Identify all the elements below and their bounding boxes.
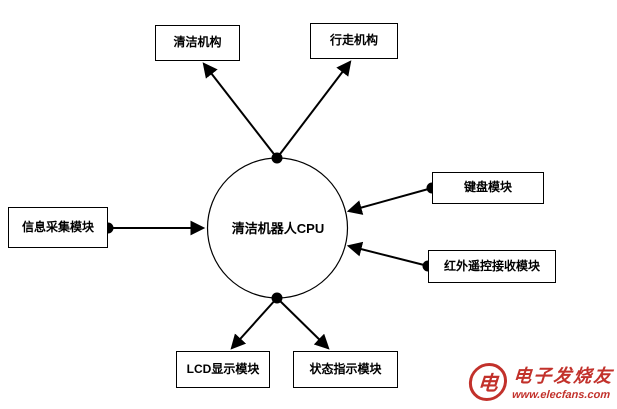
elecfans-logo-glyph: 电: [477, 373, 499, 395]
node-keyboard-label: 键盘模块: [463, 180, 512, 195]
node-status: 状态指示模块: [293, 351, 398, 388]
node-lcd-label: LCD显示模块: [186, 361, 260, 376]
junction-dot-bottom: [271, 292, 283, 304]
node-walking: 行走机构: [310, 23, 398, 59]
node-ir-remote-label: 红外遥控接收模块: [443, 258, 540, 273]
edge-cpu-to-cleaning: [202, 62, 278, 159]
watermark-brand: 电子发烧友: [512, 366, 615, 386]
node-walking-label: 行走机构: [329, 33, 378, 48]
node-cleaning-label: 清洁机构: [173, 35, 222, 50]
junction-dot-top: [271, 152, 283, 164]
watermark-url: www.elecfans.com: [511, 389, 611, 401]
node-keyboard: 键盘模块: [432, 172, 544, 204]
edge-cpu-to-status: [276, 297, 330, 350]
node-lcd: LCD显示模块: [176, 351, 270, 388]
watermark-text: 电子发烧友 www.elecfans.com: [512, 362, 615, 401]
edge-cpu-to-lcd: [230, 297, 278, 350]
node-status-label: 状态指示模块: [309, 361, 382, 376]
cpu-label: 清洁机器人CPU: [231, 221, 325, 236]
edge-ir-to-cpu: [346, 241, 429, 267]
edge-cpu-to-walking: [276, 60, 352, 159]
node-ir-remote: 红外遥控接收模块: [428, 250, 556, 283]
elecfans-logo-icon: 电: [467, 362, 509, 401]
watermark: 电 电子发烧友 www.elecfans.com: [467, 362, 615, 401]
node-info-collect: 信息采集模块: [8, 207, 108, 248]
node-cleaning: 清洁机构: [155, 25, 240, 61]
node-info-collect-label: 信息采集模块: [21, 219, 94, 234]
edge-keyboard-to-cpu: [346, 187, 433, 215]
